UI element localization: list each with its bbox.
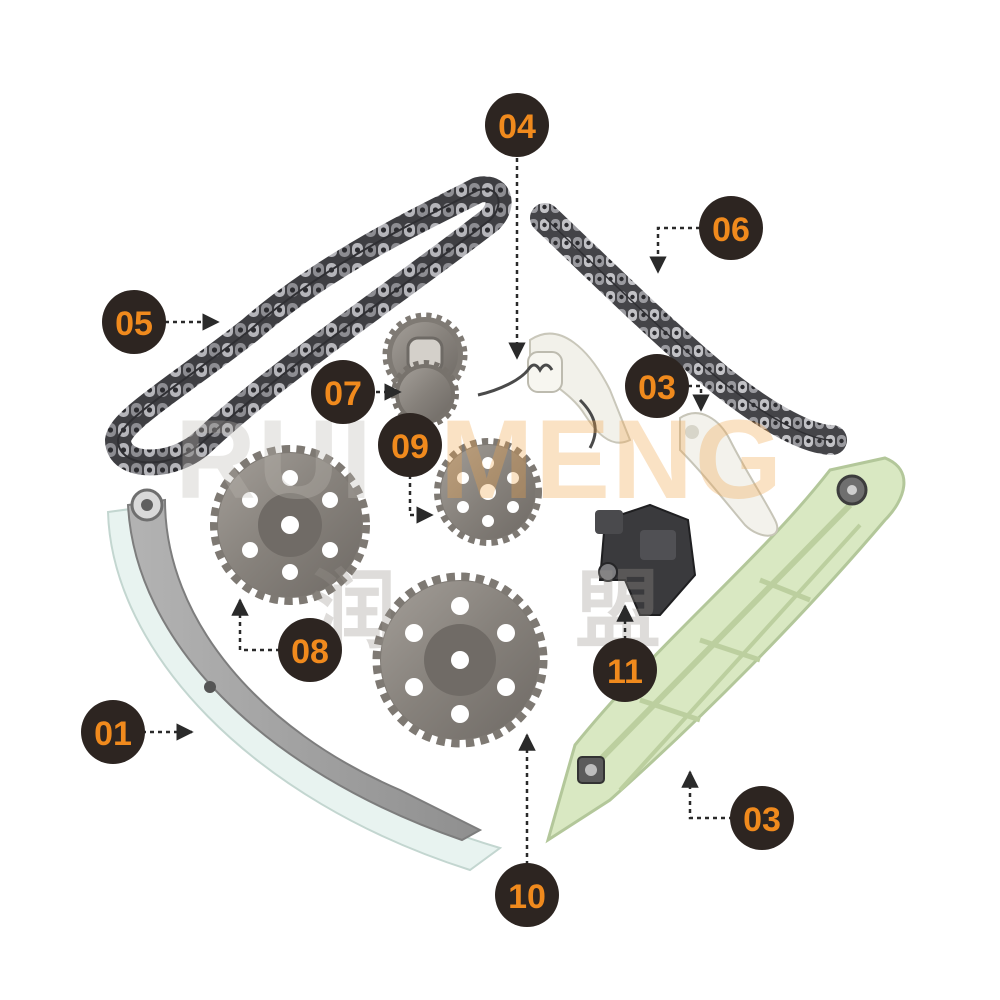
callout-11-label: 11 [607,653,643,691]
leader-09 [408,475,434,524]
spring-guide [477,332,632,449]
watermark: RUI MENG 润 盟 [175,397,784,661]
callout-04-label: 04 [498,108,536,146]
watermark-latin-right: MENG [440,397,784,522]
callout-08: 08 [278,618,342,682]
callout-07: 07 [311,360,375,424]
long-chain-guide [545,456,906,844]
callout-09-label: 09 [391,428,429,466]
short-chain-guide [679,412,779,537]
callout-06: 06 [699,196,763,260]
callout-04: 04 [485,93,549,157]
callout-06-label: 06 [712,211,750,249]
callout-05-label: 05 [115,305,153,343]
leader-lines [142,158,733,865]
callout-01: 01 [81,700,145,764]
callout-10-label: 10 [508,878,546,916]
leader-06 [649,226,700,274]
chain-tensioner [595,503,697,616]
callout-09: 09 [378,413,442,477]
crankshaft-sprocket [382,312,468,428]
callout-03: 03 [625,354,689,418]
callout-01-label: 01 [94,715,132,753]
idler-sprocket [434,438,542,546]
primary-timing-chain [105,176,512,476]
callout-03-label: 03 [638,369,676,407]
camshaft-gear-left [210,445,370,605]
callout-02: 03 [730,786,794,850]
camshaft-gear-right [372,572,548,748]
leader-02 [681,770,733,820]
callout-11: 11 [593,638,657,702]
secondary-timing-chain [530,203,847,455]
callout-07-label: 07 [324,375,362,413]
callout-02-label: 03 [743,801,781,839]
callout-08-label: 08 [291,633,329,671]
tensioner-guide-arm [106,488,503,872]
callout-10: 10 [495,863,559,927]
leader-08 [231,598,280,652]
callout-05: 05 [102,290,166,354]
